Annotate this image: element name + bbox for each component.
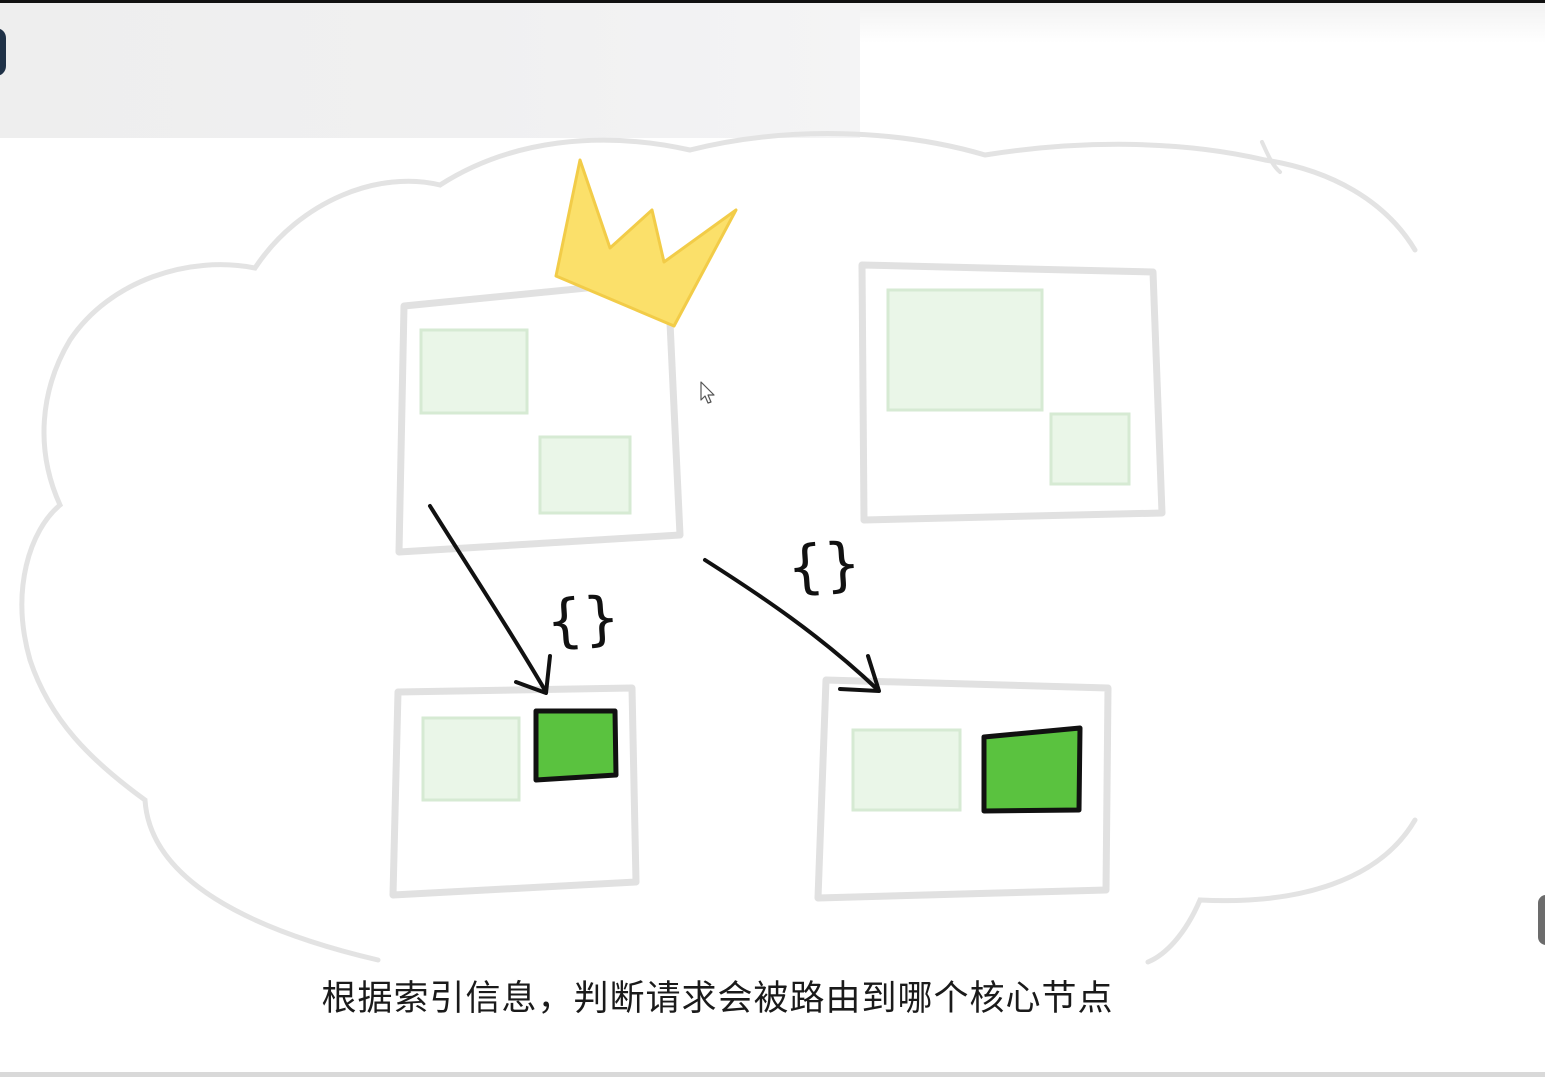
route-arrow-left-shaft xyxy=(428,504,548,694)
slide-caption: 根据索引信息，判断请求会被路由到哪个核心节点 xyxy=(321,979,1114,1019)
json-braces-icon: {} xyxy=(544,583,622,656)
crown-icon xyxy=(554,158,738,328)
bottom-border xyxy=(0,1072,1545,1077)
node-bottom-right-active-shard xyxy=(981,725,1083,814)
route-arrow-right-shaft xyxy=(703,558,880,692)
node-top-right xyxy=(858,261,1166,524)
route-arrow-left-head xyxy=(514,654,552,695)
left-edge-handle xyxy=(0,28,6,76)
mouse-cursor-icon xyxy=(700,381,715,404)
master-node xyxy=(395,276,684,556)
json-braces-icon-2: {} xyxy=(785,529,863,602)
top-border xyxy=(0,0,1545,3)
cluster-cloud-outline xyxy=(19,131,1418,963)
route-arrow-right xyxy=(703,558,881,693)
route-arrow-left xyxy=(428,504,552,695)
node-top-right-shard-1 xyxy=(886,288,1044,412)
node-bottom-left-faded-shard xyxy=(421,716,521,802)
top-banner xyxy=(0,3,860,138)
node-bottom-right-faded-shard xyxy=(851,728,962,812)
right-edge-handle xyxy=(1538,895,1545,945)
node-bottom-left xyxy=(389,684,640,899)
node-bottom-left-active-shard xyxy=(533,708,619,783)
master-shard-1 xyxy=(419,328,529,415)
route-arrow-right-head xyxy=(838,654,881,693)
cluster-cloud-lobe xyxy=(1260,140,1282,174)
master-shard-2 xyxy=(538,435,632,515)
node-top-right-shard-2 xyxy=(1049,412,1131,486)
cluster-cloud-outline-right xyxy=(1145,817,1418,965)
node-bottom-right xyxy=(814,676,1112,902)
top-banner-fade xyxy=(860,3,1545,43)
